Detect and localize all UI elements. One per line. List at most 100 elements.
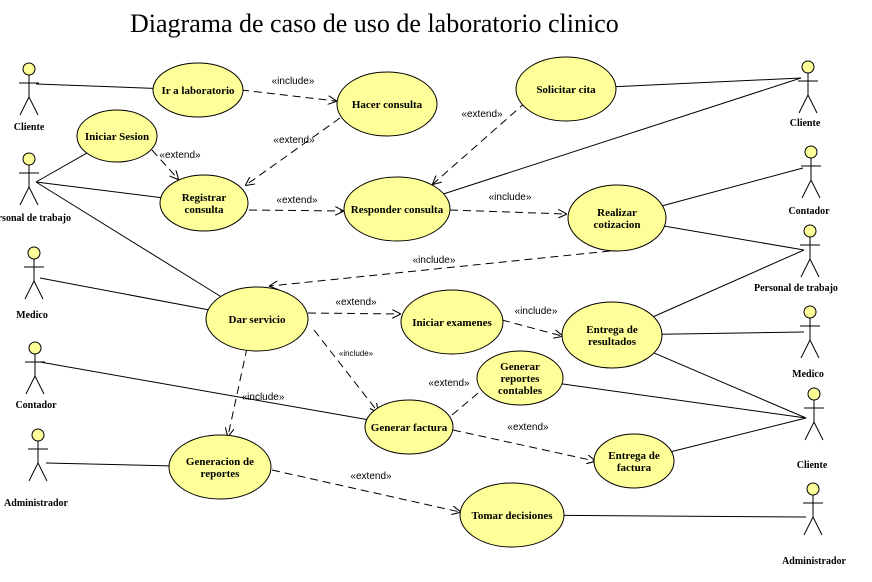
usecase-ellipse bbox=[561, 301, 663, 369]
actor-head bbox=[803, 224, 817, 238]
actor-label: Medico bbox=[792, 369, 824, 380]
usecase-ellipse bbox=[336, 71, 438, 137]
relationship-arrow bbox=[449, 210, 566, 214]
relationship-label: «extend» bbox=[159, 150, 201, 161]
relationship-arrow bbox=[452, 429, 595, 461]
actor-personal2[interactable]: Personal de trabajo bbox=[754, 224, 838, 294]
actor-left-leg bbox=[798, 94, 809, 114]
relationship-label: «include» bbox=[515, 306, 558, 317]
actor-cliente3[interactable]: Cliente bbox=[797, 387, 828, 471]
actor-head bbox=[22, 62, 36, 76]
relationship-arrow bbox=[270, 250, 611, 286]
usecase-examenes[interactable]: Iniciar examenes bbox=[400, 289, 504, 355]
actor-left-leg bbox=[800, 258, 811, 278]
usecase-label: Iniciar examenes bbox=[412, 317, 492, 329]
actor-medico2[interactable]: Medico bbox=[792, 305, 824, 380]
actor-right-leg bbox=[28, 96, 39, 116]
actor-left-leg bbox=[25, 375, 36, 395]
actor-contador2[interactable]: Contador bbox=[788, 145, 830, 217]
usecase-solicitar-cita[interactable]: Solicitar cita bbox=[515, 56, 617, 122]
usecase-ir-lab[interactable]: Ir a laboratorio bbox=[152, 62, 244, 118]
usecase-gen-factura[interactable]: Generar factura bbox=[364, 399, 454, 455]
relationship-arrow bbox=[271, 469, 460, 512]
actor-label: Cliente bbox=[797, 460, 828, 471]
actor-label: Cliente bbox=[14, 122, 45, 133]
actor-left-leg bbox=[28, 462, 39, 482]
actor-admin2[interactable]: Administrador bbox=[782, 482, 847, 567]
usecase-label: resultados bbox=[588, 336, 637, 348]
relationship-label: «extend» bbox=[273, 135, 315, 146]
relationship-label: «extend» bbox=[461, 109, 503, 120]
actor-cliente1[interactable]: Cliente bbox=[14, 62, 45, 133]
usecase-iniciar-sesion[interactable]: Iniciar Sesion bbox=[76, 109, 158, 163]
usecase-hacer-consulta[interactable]: Hacer consulta bbox=[336, 71, 438, 137]
association-line bbox=[35, 181, 161, 199]
actor-right-leg bbox=[810, 179, 821, 199]
usecase-label: Iniciar Sesion bbox=[85, 131, 149, 143]
usecase-label: Generacion de bbox=[186, 456, 254, 468]
association-line bbox=[664, 225, 805, 251]
usecase-label: Solicitar cita bbox=[536, 84, 596, 96]
association-line bbox=[563, 514, 807, 518]
association-line bbox=[39, 361, 367, 421]
usecase-ellipse bbox=[152, 62, 244, 118]
usecase-dar-servicio[interactable]: Dar servicio bbox=[205, 286, 309, 352]
actor-head bbox=[804, 145, 818, 159]
usecase-label: Dar servicio bbox=[229, 314, 286, 326]
actor-admin1[interactable]: Administrador bbox=[4, 428, 69, 509]
usecase-label: cotizacion bbox=[593, 219, 640, 231]
actor-head bbox=[27, 246, 41, 260]
actor-left-leg bbox=[801, 179, 812, 199]
actor-medico1[interactable]: Medico bbox=[16, 246, 48, 321]
actor-contador1[interactable]: Contador bbox=[15, 341, 57, 411]
association-line bbox=[653, 352, 807, 419]
association-line bbox=[35, 83, 154, 89]
actor-personal1[interactable]: Personal de trabajo bbox=[0, 152, 71, 224]
usecase-label: reportes bbox=[501, 373, 541, 385]
usecase-ellipse bbox=[159, 174, 249, 232]
usecase-ellipse bbox=[168, 434, 272, 500]
actor-right-leg bbox=[809, 258, 820, 278]
relationship-label: «include» bbox=[272, 76, 315, 87]
usecase-label: Realizar bbox=[597, 207, 637, 219]
relationship-label: «extend» bbox=[350, 471, 392, 482]
usecase-decisiones[interactable]: Tomar decisiones bbox=[459, 482, 565, 548]
association-line bbox=[615, 77, 802, 88]
relationship-label: «include» bbox=[339, 349, 374, 358]
usecase-ellipse bbox=[364, 399, 454, 455]
actor-layer: ClientePersonal de trabajoMedicoContador… bbox=[0, 60, 847, 567]
usecase-label: Hacer consulta bbox=[352, 99, 423, 111]
usecase-ellipse bbox=[76, 109, 158, 163]
association-line bbox=[35, 152, 88, 183]
actor-label: Personal de trabajo bbox=[0, 213, 71, 224]
usecase-ellipse bbox=[459, 482, 565, 548]
usecase-ellipse bbox=[567, 184, 667, 252]
usecase-ellipse bbox=[476, 350, 564, 406]
relationship-arrow bbox=[433, 101, 527, 184]
actor-left-leg bbox=[800, 339, 811, 359]
association-line bbox=[671, 417, 807, 453]
association-line bbox=[35, 181, 221, 297]
usecase-label: Generar bbox=[500, 361, 540, 373]
association-line bbox=[39, 277, 209, 311]
actor-head bbox=[807, 387, 821, 401]
usecase-label: Entrega de bbox=[586, 324, 638, 336]
actor-head bbox=[801, 60, 815, 74]
usecase-label: reportes bbox=[201, 468, 241, 480]
actor-head bbox=[803, 305, 817, 319]
actor-right-leg bbox=[37, 462, 48, 482]
actor-label: Personal de trabajo bbox=[754, 283, 838, 294]
usecase-responder[interactable]: Responder consulta bbox=[343, 176, 451, 242]
relationship-arrow bbox=[228, 347, 248, 436]
actor-cliente2[interactable]: Cliente bbox=[790, 60, 821, 129]
actor-right-leg bbox=[809, 339, 820, 359]
relationship-label: «extend» bbox=[276, 195, 318, 206]
